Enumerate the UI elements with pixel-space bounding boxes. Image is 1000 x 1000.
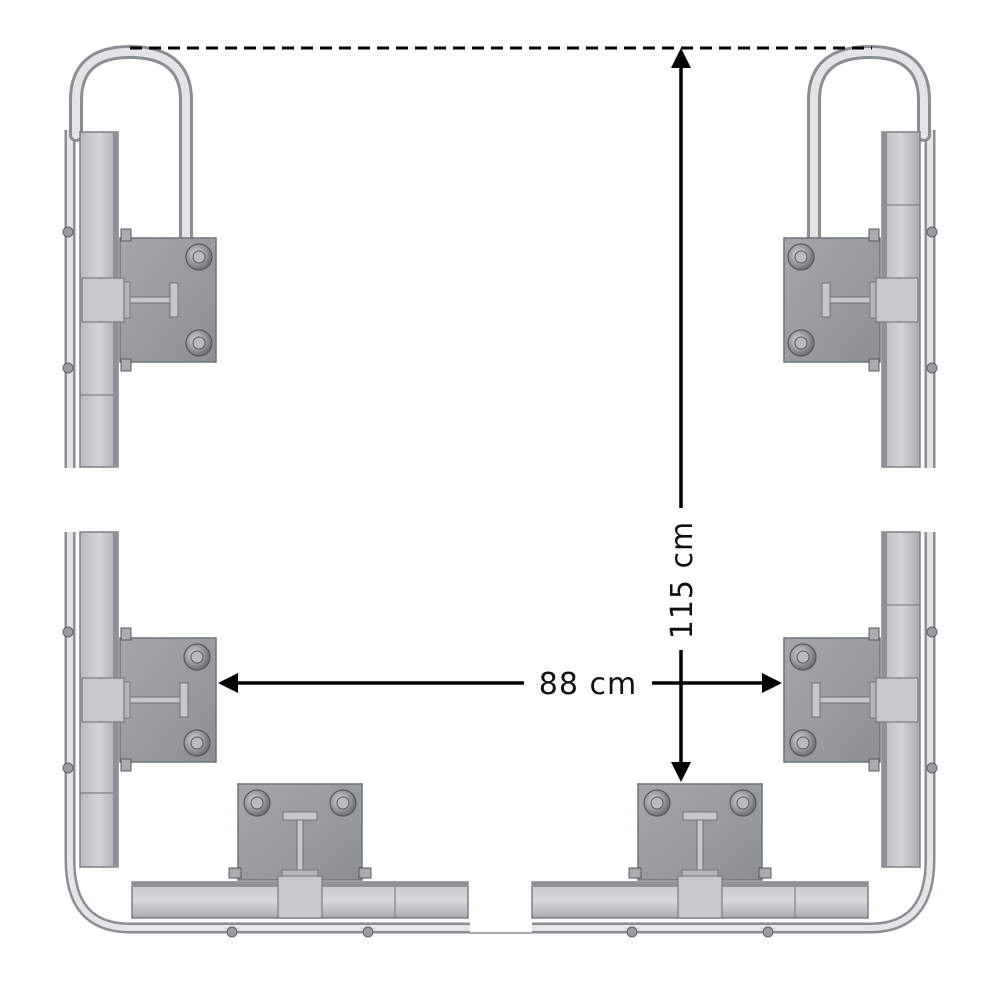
rail-bolts (62, 226, 938, 938)
mount-plate-left-lower (81, 627, 217, 772)
arrow-down-icon (671, 762, 691, 782)
mount-plate-bottom-right (628, 783, 772, 919)
arrow-left-icon (218, 673, 238, 693)
mount-plate-right-lower (783, 627, 919, 772)
width-dimension: 88 cm (218, 667, 782, 702)
height-label: 115 cm (665, 521, 700, 640)
arrow-right-icon (762, 673, 782, 693)
height-dimension: 115 cm (665, 48, 700, 782)
mount-plate-right-upper (783, 228, 919, 372)
loop-handle-right (807, 44, 931, 272)
width-label: 88 cm (539, 667, 637, 702)
loop-handle-left (69, 44, 193, 272)
mount-plate-left-upper (81, 228, 217, 372)
mount-plate-bottom-left (228, 783, 372, 919)
outer-rail (60, 130, 940, 938)
arrow-up-icon (671, 48, 691, 68)
